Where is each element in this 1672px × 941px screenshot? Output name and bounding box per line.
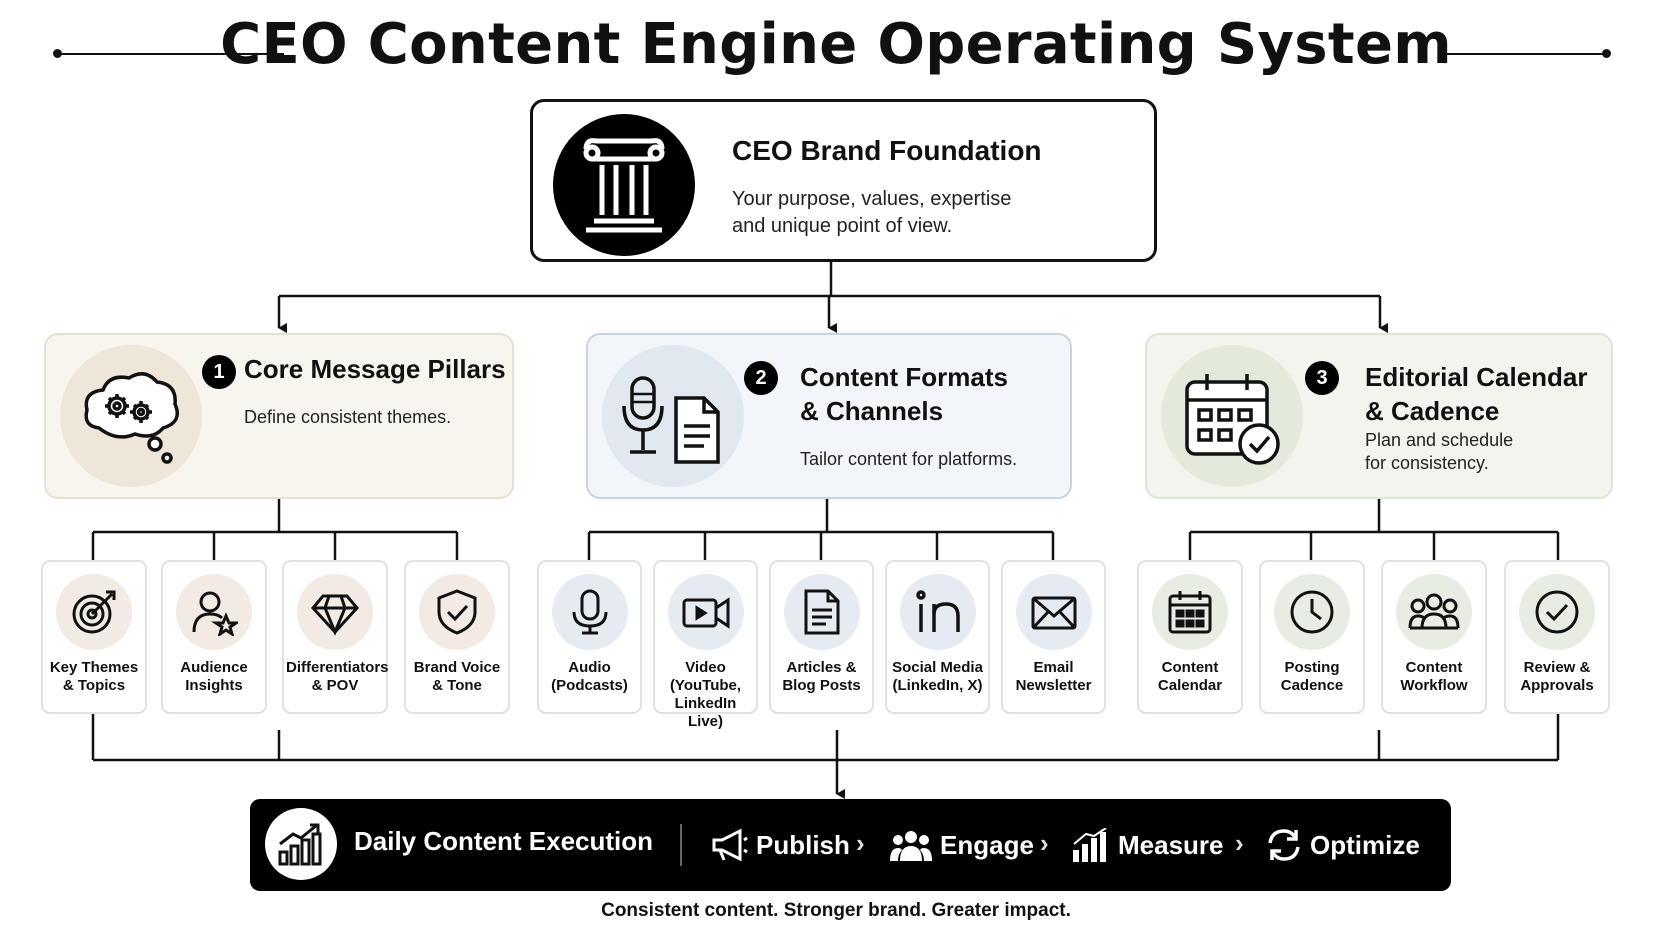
foundation-title: CEO Brand Foundation <box>732 135 1042 166</box>
person-star-icon <box>176 574 252 650</box>
pillar-description: Plan and schedule for consistency. <box>1365 430 1514 473</box>
calendar-check-icon <box>1161 345 1303 487</box>
refresh-icon <box>1268 829 1300 861</box>
linkedin-icon <box>899 574 976 650</box>
card-label: Brand Voice& Tone <box>413 659 501 694</box>
thought-bubble-gears-icon <box>60 345 202 487</box>
people-group-icon <box>1396 574 1472 650</box>
card-label: Differentiators& POV <box>286 659 389 694</box>
pillar-title: Core Message Pillars <box>244 354 506 384</box>
pillar-description: Tailor content for platforms. <box>800 449 1018 469</box>
growth-chart-icon <box>265 808 337 880</box>
card-review-approvals: Review &Approvals <box>1504 560 1610 714</box>
bar-chart-icon <box>1073 828 1107 862</box>
daily-execution-bar: Daily Content Execution Publish › Engage… <box>250 799 1451 891</box>
card-label: Video(YouTube,LinkedIn Live) <box>669 659 742 730</box>
pillar-description: Define consistent themes. <box>244 407 452 427</box>
brand-foundation-box: CEO Brand Foundation Your purpose, value… <box>530 99 1157 262</box>
card-video: Video(YouTube,LinkedIn Live) <box>653 560 758 730</box>
envelope-icon <box>1015 574 1092 650</box>
card-social-media: Social Media(LinkedIn, X) <box>885 560 990 714</box>
document-icon <box>783 574 860 650</box>
microphone-document-icon <box>602 345 744 487</box>
card-articles: Articles &Blog Posts <box>769 560 874 714</box>
step-measure: Measure <box>1072 822 1224 868</box>
calendar-icon <box>1152 574 1228 650</box>
page-title: CEO Content Engine Operating System <box>220 12 1452 77</box>
pillar-number-badge: 2 <box>744 361 778 395</box>
step-chevron: › <box>856 828 865 858</box>
pillar-title: Editorial Calendar & Cadence <box>1365 362 1588 426</box>
execution-divider <box>680 824 682 866</box>
title-line-right-dot <box>1602 49 1611 58</box>
microphone-icon <box>551 574 628 650</box>
clock-icon <box>1274 574 1350 650</box>
pillar-core-message: 1 Core Message Pillars Define consistent… <box>44 333 514 499</box>
check-circle-icon <box>1519 574 1595 650</box>
card-audio: Audio(Podcasts) <box>537 560 642 714</box>
video-camera-icon <box>667 574 744 650</box>
title-line-left-dot <box>53 49 62 58</box>
shield-check-icon <box>419 574 495 650</box>
pillar-editorial-calendar: 3 Editorial Calendar & Cadence Plan and … <box>1145 333 1613 499</box>
pillar-title: Content Formats & Channels <box>800 362 1008 426</box>
execution-title: Daily Content Execution <box>354 826 654 856</box>
card-brand-voice: Brand Voice& Tone <box>404 560 510 714</box>
target-arrow-icon <box>56 574 132 650</box>
step-chevron: › <box>1040 828 1049 858</box>
card-label: Review &Approvals <box>1520 659 1594 694</box>
pillar-number-badge: 3 <box>1305 361 1339 395</box>
pillar-number-badge: 1 <box>202 355 236 389</box>
diamond-icon <box>297 574 373 650</box>
title-line-left <box>58 53 284 55</box>
people-icon <box>890 831 932 861</box>
step-chevron: › <box>1235 828 1244 858</box>
pillar-column-icon <box>553 114 695 256</box>
step-optimize: Optimize <box>1266 822 1420 868</box>
title-line-right <box>1444 53 1606 55</box>
card-label: Articles &Blog Posts <box>782 659 861 694</box>
step-publish: Publish <box>710 822 850 868</box>
card-differentiators: Differentiators& POV <box>282 560 389 714</box>
pillar-content-formats: 2 Content Formats & Channels Tailor cont… <box>586 333 1072 499</box>
card-label: Audio(Podcasts) <box>551 659 628 694</box>
card-key-themes: Key Themes& Topics <box>41 560 147 714</box>
tagline: Consistent content. Stronger brand. Grea… <box>601 900 1071 921</box>
foundation-description: Your purpose, values, expertise and uniq… <box>732 188 1012 237</box>
step-engage: Engage <box>890 822 1034 868</box>
card-label: Social Media(LinkedIn, X) <box>892 659 983 694</box>
megaphone-icon <box>712 828 748 862</box>
card-label: Key Themes& Topics <box>49 659 139 694</box>
